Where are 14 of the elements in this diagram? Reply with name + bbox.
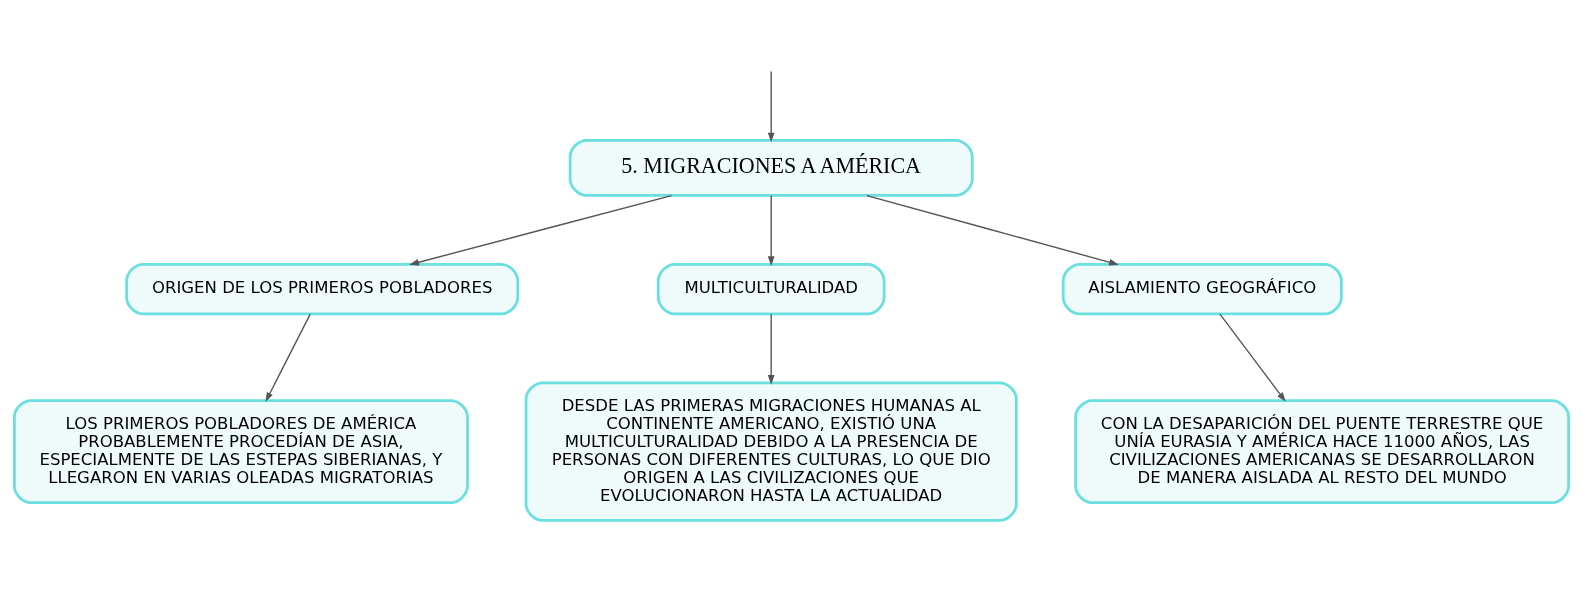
node-box: DESDE LAS PRIMERAS MIGRACIONES HUMANAS AL CONTINENTE AMERICANO, EXISTIÓ UNA MULTICULTURALIDAD DEBIDO A LA PRESENCIA DE PERSONAS CON DIFERENTES CULTURAS, LO QUE DIO ORIGEN A LAS CIVILIZACIONES QUE EVOLUCIONARON HASTA LA ACTUALIDAD bbox=[524, 381, 1018, 522]
node-box: LOS PRIMEROS POBLADORES DE AMÉRICA PROBABLEMENTE PROCEDÍAN DE ASIA, ESPECIALMENTE DE LAS ESTEPAS SIBERIANAS, Y LLEGARON EN VARIAS OLEADAS MIGRATORIAS bbox=[13, 399, 469, 504]
node-box: ORIGEN DE LOS PRIMEROS POBLADORES bbox=[125, 262, 520, 316]
arrow bbox=[767, 313, 775, 385]
node-box: CON LA DESAPARICIÓN DEL PUENTE TERRESTRE QUE UNÍA EURASIA Y AMÉRICA HACE 11000 AÑOS, LAS CIVILIZACIONES AMERICANAS SE DESARROLLARON DE MANERA AISLADA AL RESTO DEL MUNDO bbox=[1074, 399, 1570, 504]
node-box: MULTICULTURALIDAD bbox=[656, 262, 886, 316]
node-box: AISLAMIENTO GEOGRÁFICO bbox=[1061, 262, 1343, 316]
arrow bbox=[409, 194, 673, 266]
arrow bbox=[767, 194, 775, 266]
arrow bbox=[866, 194, 1119, 266]
arrow bbox=[767, 70, 775, 143]
node-box: 5. MIGRACIONES A AMÉRICA bbox=[568, 139, 974, 197]
arrow bbox=[1219, 313, 1286, 402]
arrow bbox=[265, 313, 311, 403]
